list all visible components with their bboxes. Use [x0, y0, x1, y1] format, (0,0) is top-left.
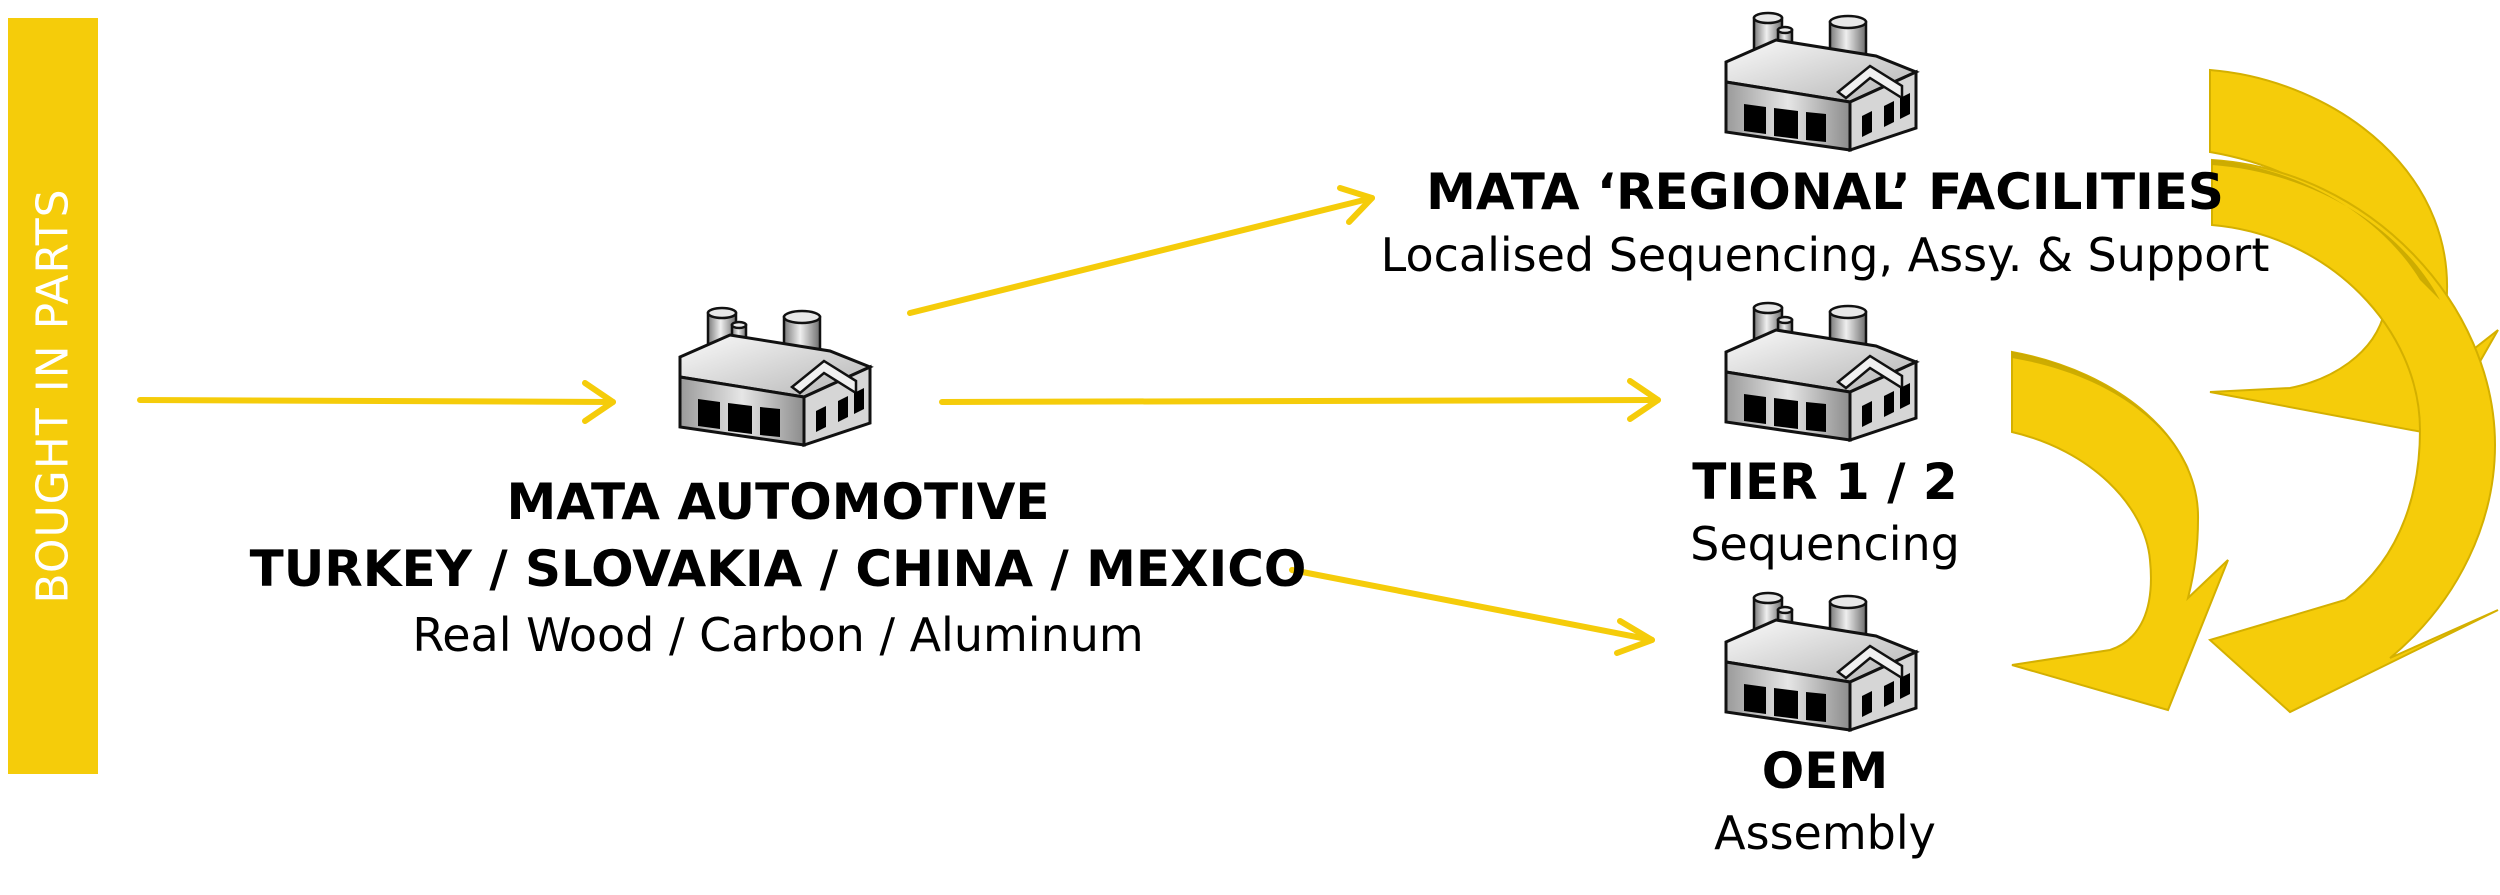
oem-title: OEM: [1761, 742, 1889, 800]
bought-in-parts-bar: [8, 18, 98, 774]
oem-factory-icon: [1718, 580, 1928, 740]
mata-automotive-locations: TURKEY / SLOVAKIA / CHINA / MEXICO: [249, 540, 1307, 598]
mata-automotive-factory-icon: [672, 295, 882, 455]
oem-subtitle: Assembly: [1714, 806, 1936, 860]
tier-subtitle: Sequencing: [1690, 517, 1960, 571]
arrow-mata-to-tier: [939, 378, 1661, 422]
tier-factory-icon: [1718, 290, 1928, 450]
regional-facilities-factory-icon: [1718, 0, 1928, 160]
curved-arrow-tier-to-oem: [2011, 350, 2229, 712]
tier-title: TIER 1 / 2: [1692, 453, 1958, 511]
mata-automotive-materials: Real Wood / Carbon / Aluminum: [412, 608, 1144, 662]
regional-facilities-subtitle: Localised Sequencing, Assy. & Support: [1380, 228, 2270, 282]
curved-arrow-regional-to-oem: [2208, 158, 2499, 714]
arrow-mata-to-regional: [907, 185, 1375, 316]
arrow-mata-to-oem: [1289, 567, 1655, 656]
arrow-parts-to-mata: [137, 380, 616, 424]
regional-facilities-title: MATA ‘REGIONAL’ FACILITIES: [1426, 163, 2224, 221]
mata-automotive-title: MATA AUTOMOTIVE: [506, 473, 1050, 531]
